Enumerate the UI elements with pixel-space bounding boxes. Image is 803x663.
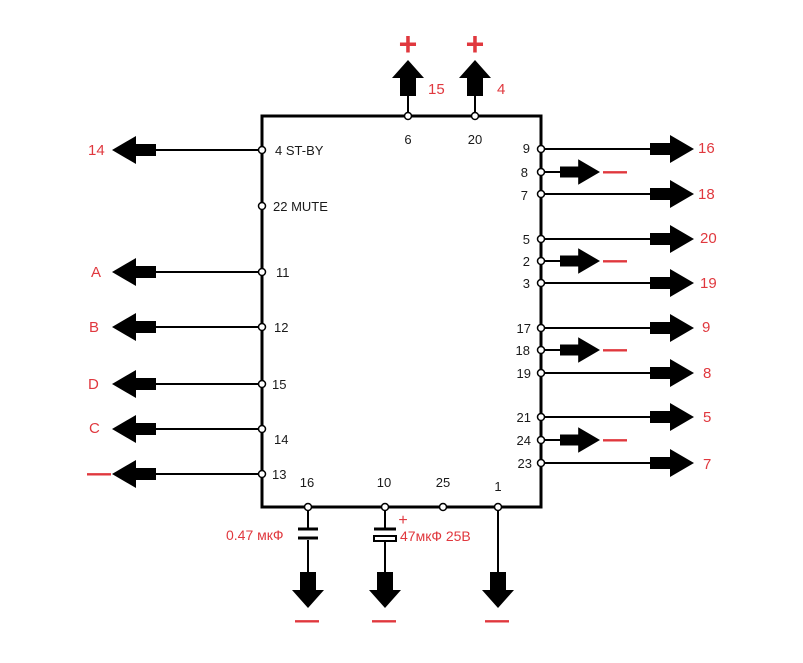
left-arrow bbox=[112, 136, 156, 164]
minus-sign: — bbox=[603, 158, 627, 185]
right-arrow bbox=[650, 269, 694, 297]
ground-arrow bbox=[560, 248, 600, 274]
up-arrow bbox=[459, 60, 491, 96]
pin-label: 15 bbox=[272, 377, 286, 392]
pin-label: 21 bbox=[517, 410, 531, 425]
pin-label: 3 bbox=[523, 276, 530, 291]
pin-label: 8 bbox=[521, 165, 528, 180]
pin-label: 16 bbox=[300, 475, 314, 490]
pin-label: 17 bbox=[517, 321, 531, 336]
ic-body bbox=[260, 114, 543, 509]
output-label: 9 bbox=[702, 319, 710, 336]
output-label: 19 bbox=[700, 275, 717, 292]
pin-label: 14 bbox=[274, 432, 288, 447]
capacitor-label: 47мкФ 25В bbox=[400, 528, 471, 544]
pin-label: 4 ST-BY bbox=[275, 143, 324, 158]
bottom-pins: 16 10 25 1 0.47 мкФ 47мкФ 25В + — — — bbox=[226, 475, 514, 634]
output-label: 8 bbox=[703, 365, 711, 382]
pin-label: 1 bbox=[494, 479, 501, 494]
left-arrow bbox=[112, 370, 156, 398]
output-label: 18 bbox=[698, 186, 715, 203]
output-label: 4 bbox=[497, 81, 505, 98]
pin-label: 19 bbox=[517, 366, 531, 381]
ground-arrow bbox=[292, 572, 324, 608]
output-label: 7 bbox=[703, 456, 711, 473]
minus-sign: — bbox=[485, 607, 509, 634]
right-arrow bbox=[650, 225, 694, 253]
ground-arrow bbox=[369, 572, 401, 608]
ground-arrow bbox=[560, 427, 600, 453]
plus-sign: + bbox=[398, 512, 407, 529]
right-arrow bbox=[650, 403, 694, 431]
output-label: A bbox=[91, 264, 101, 281]
pin-label: 5 bbox=[523, 232, 530, 247]
up-arrow bbox=[392, 60, 424, 96]
right-arrow bbox=[650, 135, 694, 163]
pin-label: 12 bbox=[274, 320, 288, 335]
right-arrow bbox=[650, 359, 694, 387]
pin-label: 6 bbox=[404, 132, 411, 147]
ground-arrow bbox=[560, 159, 600, 185]
pin-label: 13 bbox=[272, 467, 286, 482]
pin-label: 20 bbox=[468, 132, 482, 147]
pin-label: 18 bbox=[516, 343, 530, 358]
pin-label: 24 bbox=[517, 433, 531, 448]
ground-arrow bbox=[482, 572, 514, 608]
pin-label: 7 bbox=[521, 188, 528, 203]
left-arrow bbox=[112, 258, 156, 286]
pin-label: 11 bbox=[276, 265, 290, 280]
left-arrow bbox=[112, 460, 156, 488]
plus-sign: + bbox=[399, 26, 418, 62]
minus-sign: — bbox=[603, 247, 627, 274]
output-label: 14 bbox=[88, 142, 105, 159]
right-pins: 9 8 7 5 2 3 17 18 19 21 24 23 16 18 20 1… bbox=[516, 135, 717, 477]
minus-sign: — bbox=[372, 607, 396, 634]
output-label: D bbox=[88, 376, 99, 393]
right-arrow bbox=[650, 314, 694, 342]
capacitor-plate-electrolytic bbox=[373, 535, 397, 542]
output-label: 20 bbox=[700, 230, 717, 247]
output-label: C bbox=[89, 420, 100, 437]
left-arrow bbox=[112, 415, 156, 443]
output-label: 16 bbox=[698, 140, 715, 157]
left-arrow bbox=[112, 313, 156, 341]
pin-label: 25 bbox=[436, 475, 450, 490]
left-pins: 4 ST-BY 22 MUTE 11 12 15 14 13 14 A B D … bbox=[87, 136, 328, 488]
minus-sign: — bbox=[603, 426, 627, 453]
right-arrow bbox=[650, 180, 694, 208]
minus-sign: — bbox=[603, 336, 627, 363]
capacitor-label: 0.47 мкФ bbox=[226, 527, 284, 543]
pin-label: 23 bbox=[518, 456, 532, 471]
output-label: 5 bbox=[703, 409, 711, 426]
top-pins: 6 20 + + 15 4 bbox=[392, 26, 505, 147]
pin-label: 22 MUTE bbox=[273, 199, 328, 214]
plus-sign: + bbox=[466, 26, 485, 62]
pin-label: 2 bbox=[523, 254, 530, 269]
minus-sign: — bbox=[87, 460, 111, 487]
minus-sign: — bbox=[295, 607, 319, 634]
right-arrow bbox=[650, 449, 694, 477]
pin-label: 9 bbox=[523, 141, 530, 156]
output-label: B bbox=[89, 319, 99, 336]
ground-arrow bbox=[560, 337, 600, 363]
output-label: 15 bbox=[428, 81, 445, 98]
pin-label: 10 bbox=[377, 475, 391, 490]
